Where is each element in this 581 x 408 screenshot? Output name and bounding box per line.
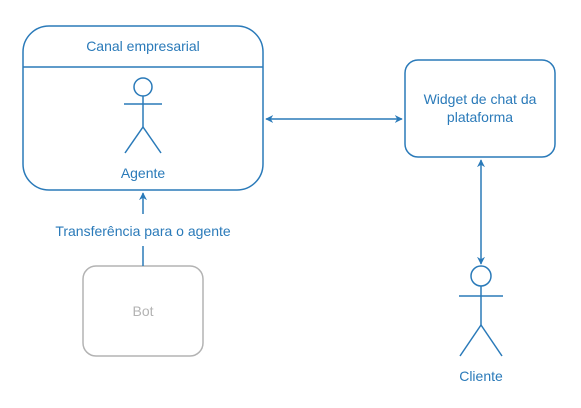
chat-widget-label-line1: Widget de chat da bbox=[424, 91, 537, 107]
customer-actor[interactable]: Cliente bbox=[459, 265, 503, 384]
handoff-label: Transferência para o agente bbox=[55, 223, 231, 239]
channel-title: Canal empresarial bbox=[86, 38, 200, 54]
channel-container[interactable]: Canal empresarial Agente bbox=[22, 25, 264, 191]
agent-actor-icon bbox=[124, 77, 162, 154]
bot-label: Bot bbox=[132, 303, 153, 319]
bot-node[interactable]: Bot bbox=[82, 265, 204, 357]
chat-widget-box bbox=[404, 59, 556, 158]
customer-label: Cliente bbox=[459, 368, 503, 384]
agent-label: Agente bbox=[121, 165, 166, 181]
customer-actor-icon bbox=[459, 265, 503, 357]
chat-widget-node[interactable]: Widget de chat da plataforma bbox=[404, 59, 556, 158]
chat-widget-label-line2: plataforma bbox=[447, 109, 513, 125]
